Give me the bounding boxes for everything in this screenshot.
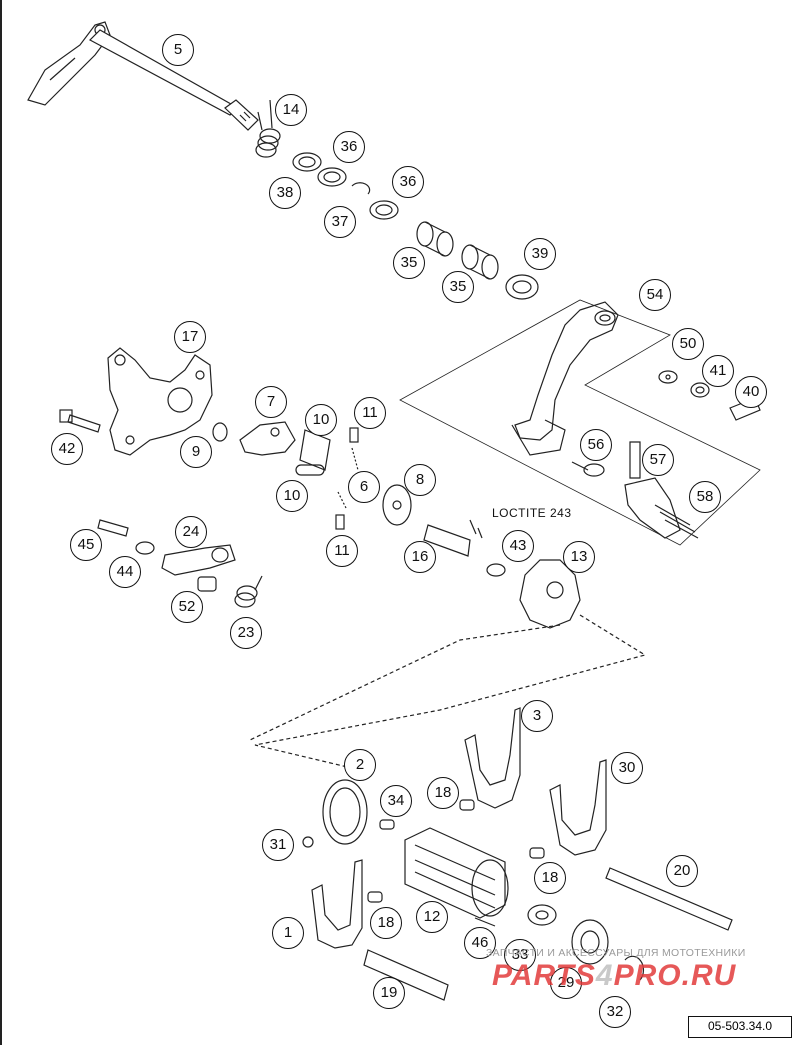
callout-13: 13 — [563, 541, 595, 573]
needle-bearing-part — [416, 221, 499, 280]
callout-33: 33 — [504, 939, 536, 971]
callout-11: 11 — [354, 397, 386, 429]
callout-10: 10 — [276, 480, 308, 512]
callout-37: 37 — [324, 206, 356, 238]
callout-57: 57 — [642, 444, 674, 476]
bearing-part — [571, 919, 609, 965]
callout-3: 3 — [521, 700, 553, 732]
tube-part — [363, 949, 449, 1001]
seal-part — [505, 274, 539, 300]
shift-rod-part — [605, 867, 733, 931]
watermark: ЗАПЧАСТИ И АКСЕССУАРЫ ДЛЯ МОТОТЕХНИКИ PA… — [486, 947, 786, 997]
callout-5: 5 — [162, 34, 194, 66]
callout-19: 19 — [373, 977, 405, 1009]
callout-40: 40 — [735, 376, 767, 408]
callout-7: 7 — [255, 386, 287, 418]
callout-16: 16 — [404, 541, 436, 573]
callout-52: 52 — [171, 591, 203, 623]
watermark-logo-c: PRO.RU — [613, 959, 737, 992]
callout-32: 32 — [599, 996, 631, 1028]
callout-2: 2 — [344, 749, 376, 781]
callout-18: 18 — [534, 862, 566, 894]
callout-38: 38 — [269, 177, 301, 209]
bearing-part — [322, 779, 368, 845]
shift-fork-part — [464, 707, 521, 809]
callout-18: 18 — [370, 907, 402, 939]
callout-46: 46 — [464, 927, 496, 959]
callout-1: 1 — [272, 917, 304, 949]
callout-18: 18 — [427, 777, 459, 809]
callout-54: 54 — [639, 279, 671, 311]
bolt-part — [97, 519, 129, 537]
shift-shaft-part — [27, 21, 259, 131]
callout-17: 17 — [174, 321, 206, 353]
callout-45: 45 — [70, 529, 102, 561]
bolt-part — [67, 414, 101, 433]
callout-50: 50 — [672, 328, 704, 360]
callout-6: 6 — [348, 471, 380, 503]
callout-35: 35 — [393, 247, 425, 279]
callout-8: 8 — [404, 464, 436, 496]
watermark-logo-a: PARTS — [492, 959, 596, 992]
loctite-note: LOCTITE 243 — [492, 506, 572, 520]
callout-41: 41 — [702, 355, 734, 387]
callout-39: 39 — [524, 238, 556, 270]
callout-30: 30 — [611, 752, 643, 784]
callout-35: 35 — [442, 271, 474, 303]
callout-14: 14 — [275, 94, 307, 126]
callout-10: 10 — [305, 404, 337, 436]
callout-24: 24 — [175, 516, 207, 548]
callout-23: 23 — [230, 617, 262, 649]
callout-34: 34 — [380, 785, 412, 817]
callout-9: 9 — [180, 436, 212, 468]
shift-lever-part — [399, 299, 761, 546]
callout-36: 36 — [333, 131, 365, 163]
watermark-tagline: ЗАПЧАСТИ И АКСЕССУАРЫ ДЛЯ МОТОТЕХНИКИ — [486, 947, 746, 959]
watermark-logo-b: 4 — [595, 959, 614, 992]
callout-43: 43 — [502, 530, 534, 562]
callout-56: 56 — [580, 429, 612, 461]
callout-20: 20 — [666, 855, 698, 887]
washer-part — [292, 152, 322, 172]
callout-11: 11 — [326, 535, 358, 567]
spring-part — [255, 99, 281, 158]
shift-drum-star-part — [519, 559, 581, 629]
circlip-part — [351, 182, 371, 195]
callout-29: 29 — [550, 967, 582, 999]
callout-36: 36 — [392, 166, 424, 198]
shift-drum-part — [404, 827, 506, 919]
callout-31: 31 — [262, 829, 294, 861]
reference-code: 05-503.34.0 — [688, 1016, 792, 1038]
shift-fork-part — [311, 859, 363, 949]
callout-44: 44 — [109, 556, 141, 588]
callout-58: 58 — [689, 481, 721, 513]
shift-fork-part — [549, 759, 607, 856]
watermark-logo: PARTS4PRO.RU — [492, 959, 736, 993]
bracket-part — [107, 347, 213, 456]
callout-12: 12 — [416, 901, 448, 933]
bolt-part — [423, 524, 471, 557]
callout-42: 42 — [51, 433, 83, 465]
